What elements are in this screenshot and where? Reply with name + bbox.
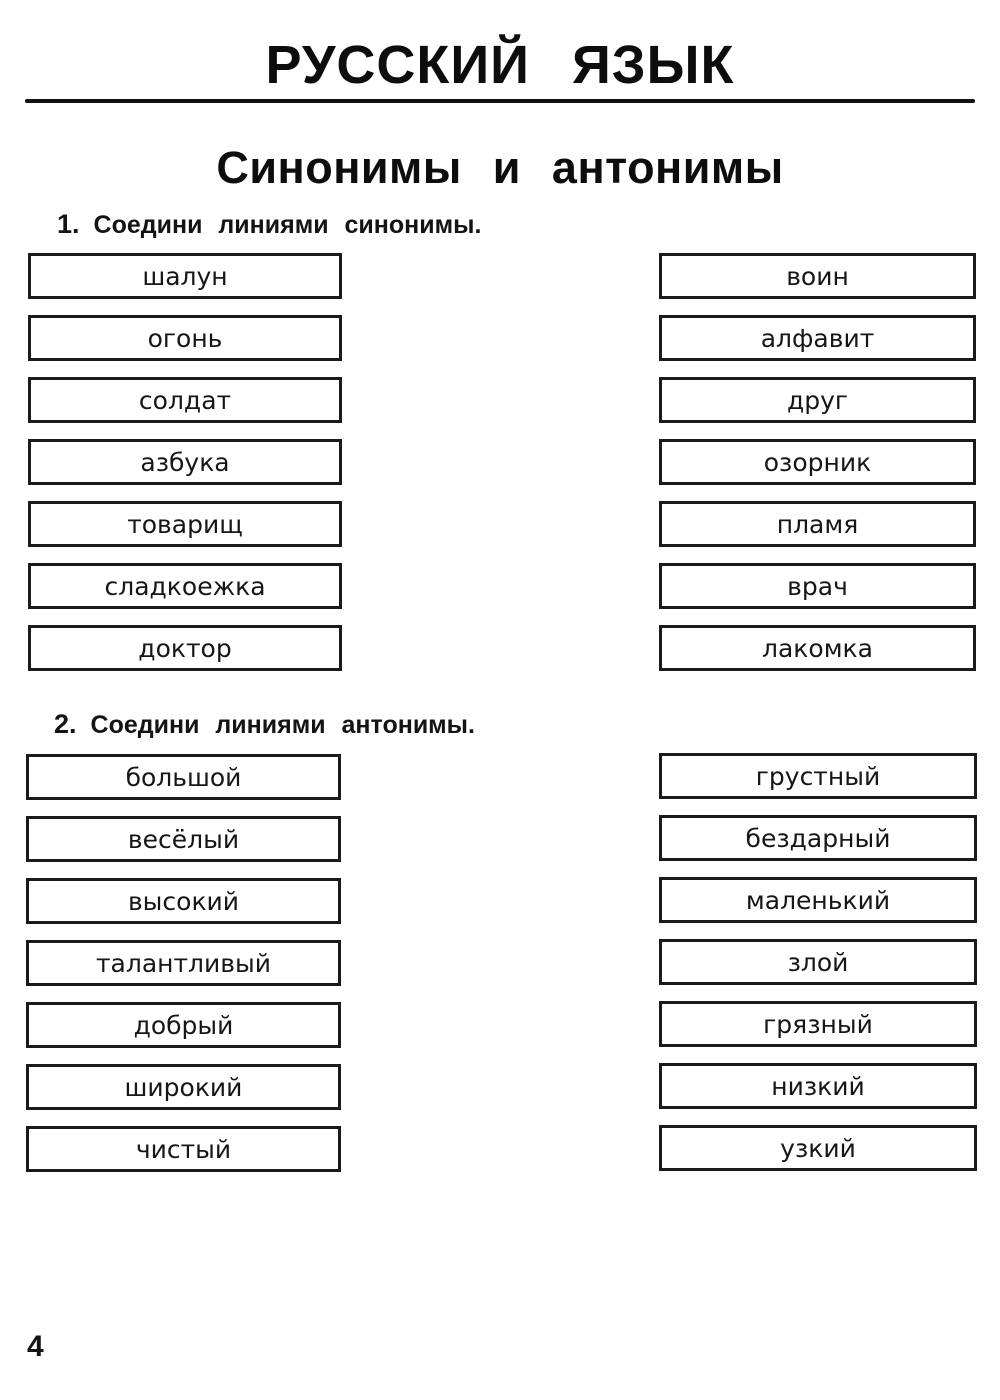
word-box[interactable]: широкий [26, 1064, 341, 1110]
word-box[interactable]: сладкоежка [28, 563, 342, 609]
word-box[interactable]: весёлый [26, 816, 341, 862]
title-divider-rule [25, 99, 975, 103]
exercise2-instruction-text: Соедини линиями антонимы. [90, 711, 475, 739]
word-box[interactable]: шалун [28, 253, 342, 299]
exercise1-right-column: воин алфавит друг озорник пламя врач лак… [659, 253, 976, 671]
word-box[interactable]: огонь [28, 315, 342, 361]
word-box[interactable]: товарищ [28, 501, 342, 547]
word-box[interactable]: пламя [659, 501, 976, 547]
word-box[interactable]: врач [659, 563, 976, 609]
page-title: РУССКИЙ ЯЗЫК [265, 35, 735, 95]
word-box[interactable]: грустный [659, 753, 977, 799]
word-box[interactable]: добрый [26, 1002, 341, 1048]
page-number: 4 [27, 1330, 44, 1363]
word-box[interactable]: озорник [659, 439, 976, 485]
exercise1-number: 1. [57, 209, 80, 239]
word-box[interactable]: солдат [28, 377, 342, 423]
exercise1-instruction: 1. Соедини линиями синонимы. [57, 209, 481, 240]
section-title: Синонимы и антонимы [216, 142, 784, 193]
word-box[interactable]: маленький [659, 877, 977, 923]
word-box[interactable]: друг [659, 377, 976, 423]
exercise1-instruction-text: Соедини линиями синонимы. [93, 211, 482, 239]
word-box[interactable]: узкий [659, 1125, 977, 1171]
word-box[interactable]: высокий [26, 878, 341, 924]
word-box[interactable]: лакомка [659, 625, 976, 671]
word-box[interactable]: воин [659, 253, 976, 299]
exercise2-number: 2. [54, 709, 77, 739]
word-box[interactable]: злой [659, 939, 977, 985]
word-box[interactable]: грязный [659, 1001, 977, 1047]
word-box[interactable]: большой [26, 754, 341, 800]
exercise2-instruction: 2. Соедини линиями антонимы. [54, 709, 475, 740]
word-box[interactable]: доктор [28, 625, 342, 671]
word-box[interactable]: бездарный [659, 815, 977, 861]
word-box[interactable]: талантливый [26, 940, 341, 986]
exercise2-right-column: грустный бездарный маленький злой грязны… [659, 753, 977, 1171]
word-box[interactable]: азбука [28, 439, 342, 485]
word-box[interactable]: чистый [26, 1126, 341, 1172]
word-box[interactable]: низкий [659, 1063, 977, 1109]
exercise1-left-column: шалун огонь солдат азбука товарищ сладко… [28, 253, 342, 671]
exercise2-left-column: большой весёлый высокий талантливый добр… [26, 754, 341, 1172]
word-box[interactable]: алфавит [659, 315, 976, 361]
